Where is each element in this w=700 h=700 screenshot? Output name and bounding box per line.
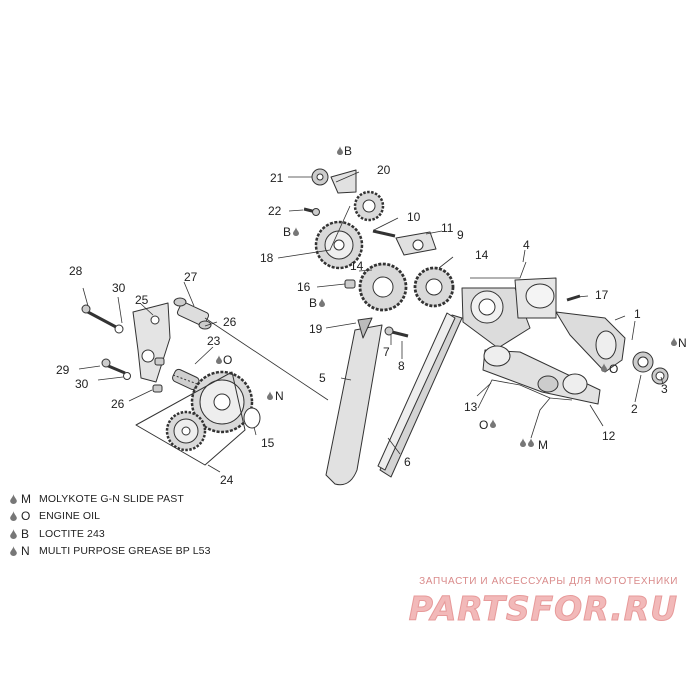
callout-26b: 26 bbox=[111, 397, 125, 411]
drop-icon bbox=[267, 391, 273, 400]
callout-26a: 26 bbox=[223, 315, 237, 329]
legend-description: LOCTITE 243 bbox=[39, 527, 105, 540]
legend-description: MULTI PURPOSE GREASE BP L53 bbox=[39, 545, 211, 558]
lube-mark-n1: N bbox=[275, 389, 284, 403]
callout-1: 1 bbox=[634, 307, 641, 321]
legend-description: ENGINE OIL bbox=[39, 510, 101, 523]
watermark-tagline: ЗАПЧАСТИ И АКСЕССУАРЫ ДЛЯ МОТОТЕХНИКИ bbox=[419, 576, 678, 587]
drop-icon bbox=[10, 528, 17, 539]
watermark-logo: PARTSFOR.RU bbox=[408, 589, 678, 629]
drop-icon bbox=[293, 227, 299, 236]
callout-2: 2 bbox=[631, 402, 638, 416]
legend-row: N MULTI PURPOSE GREASE BP L53 bbox=[10, 543, 211, 561]
callout-14a: 14 bbox=[350, 259, 364, 273]
callout-16: 16 bbox=[297, 280, 311, 294]
callout-28: 28 bbox=[69, 264, 83, 278]
callout-27: 27 bbox=[184, 270, 198, 284]
callout-3: 3 bbox=[661, 382, 668, 396]
callout-21: 21 bbox=[270, 171, 284, 185]
watermark: ЗАПЧАСТИ И АКСЕССУАРЫ ДЛЯ МОТОТЕХНИКИ PA… bbox=[408, 576, 678, 629]
lube-mark-m1: M bbox=[538, 438, 548, 452]
callout-labels: 1 2 3 4 5 6 7 8 9 10 11 12 13 14 14 15 1… bbox=[56, 163, 668, 487]
callout-19: 19 bbox=[309, 322, 323, 336]
lube-mark-b1: B bbox=[344, 144, 352, 158]
lubrication-marks: B B B O O O M N N bbox=[216, 144, 687, 452]
callout-25: 25 bbox=[135, 293, 149, 307]
legend-description: MOLYKOTE G-N SLIDE PAST bbox=[39, 492, 184, 505]
drop-icon bbox=[216, 355, 222, 364]
callout-18: 18 bbox=[260, 251, 274, 265]
callout-20: 20 bbox=[377, 163, 391, 177]
callout-6: 6 bbox=[404, 455, 411, 469]
callout-11: 11 bbox=[441, 221, 454, 235]
callout-15: 15 bbox=[261, 436, 275, 450]
intermediate-gear-assembly bbox=[135, 368, 261, 466]
legend-row: B LOCTITE 243 bbox=[10, 525, 211, 543]
drop-icon bbox=[528, 438, 534, 447]
legend-code: N bbox=[21, 544, 30, 559]
lube-mark-o1: O bbox=[223, 353, 232, 367]
callout-24: 24 bbox=[220, 473, 234, 487]
callout-17: 17 bbox=[595, 288, 609, 302]
lubricant-legend: M MOLYKOTE G-N SLIDE PAST O ENGINE OIL B… bbox=[10, 490, 211, 560]
camshafts bbox=[482, 294, 669, 405]
callout-8: 8 bbox=[398, 359, 405, 373]
callout-12: 12 bbox=[602, 429, 616, 443]
callout-30b: 30 bbox=[75, 377, 89, 391]
callout-23: 23 bbox=[207, 334, 221, 348]
bracket-assembly bbox=[81, 297, 212, 393]
callout-5: 5 bbox=[319, 371, 326, 385]
drop-icon bbox=[10, 511, 17, 522]
upper-cam-gears bbox=[303, 168, 437, 270]
lube-mark-o2: O bbox=[609, 362, 618, 376]
callout-10: 10 bbox=[407, 210, 421, 224]
drop-icon bbox=[337, 146, 343, 155]
lube-mark-o3: O bbox=[479, 418, 488, 432]
callout-4: 4 bbox=[523, 238, 530, 252]
legend-code: B bbox=[21, 526, 30, 541]
leader-lines bbox=[78, 171, 664, 473]
legend-row: M MOLYKOTE G-N SLIDE PAST bbox=[10, 490, 211, 508]
callout-13: 13 bbox=[464, 400, 478, 414]
camshaft-sprockets bbox=[344, 262, 455, 312]
drop-icon bbox=[490, 419, 496, 428]
legend-code: M bbox=[21, 491, 31, 506]
drop-icon bbox=[671, 337, 677, 346]
callout-30a: 30 bbox=[112, 281, 126, 295]
callout-9: 9 bbox=[457, 228, 464, 242]
lube-mark-b3: B bbox=[309, 296, 317, 310]
lube-mark-b2: B bbox=[283, 225, 291, 239]
drop-icon bbox=[520, 438, 526, 447]
lube-mark-n2: N bbox=[678, 336, 687, 350]
callout-14b: 14 bbox=[475, 248, 489, 262]
camshaft-housing bbox=[461, 277, 557, 349]
callout-7: 7 bbox=[383, 345, 390, 359]
drop-icon bbox=[10, 546, 17, 557]
callout-22: 22 bbox=[268, 204, 282, 218]
legend-row: O ENGINE OIL bbox=[10, 508, 211, 526]
callout-29: 29 bbox=[56, 363, 70, 377]
legend-code: O bbox=[21, 509, 31, 524]
drop-icon bbox=[319, 298, 325, 307]
chain-guides bbox=[325, 312, 463, 486]
drop-icon bbox=[10, 493, 17, 504]
